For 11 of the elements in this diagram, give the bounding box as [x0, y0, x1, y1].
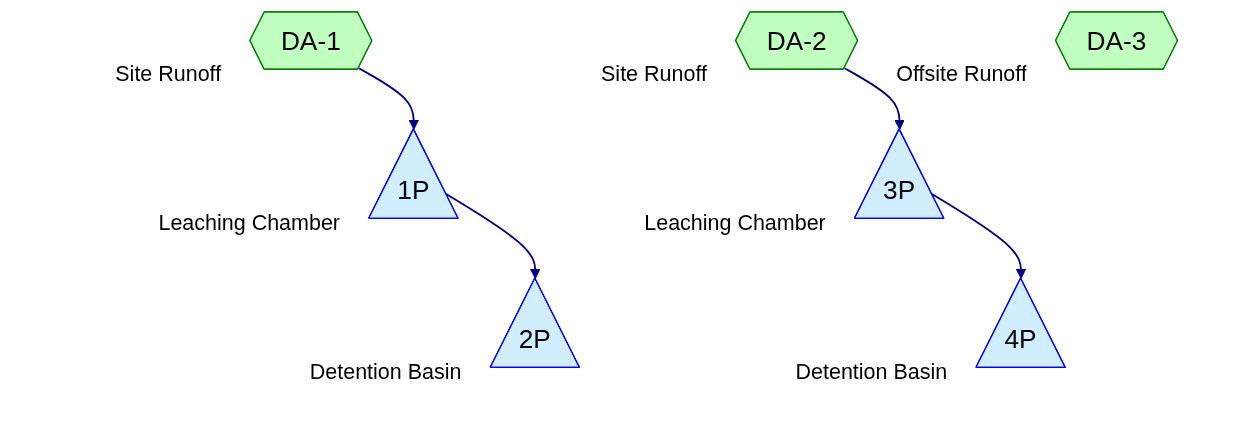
arrow	[358, 67, 419, 130]
node-label: Detention Basin	[795, 359, 948, 384]
node-label: Leaching Chamber	[158, 210, 340, 235]
arrow	[931, 193, 1027, 280]
node-label: Site Runoff	[601, 61, 707, 86]
arrow	[445, 193, 541, 280]
node-label: Detention Basin	[309, 359, 462, 384]
arrow	[843, 67, 905, 130]
node-label: Site Runoff	[115, 61, 222, 86]
node-label: Leaching Chamber	[644, 210, 826, 235]
node-label: Offsite Runoff	[896, 61, 1027, 86]
